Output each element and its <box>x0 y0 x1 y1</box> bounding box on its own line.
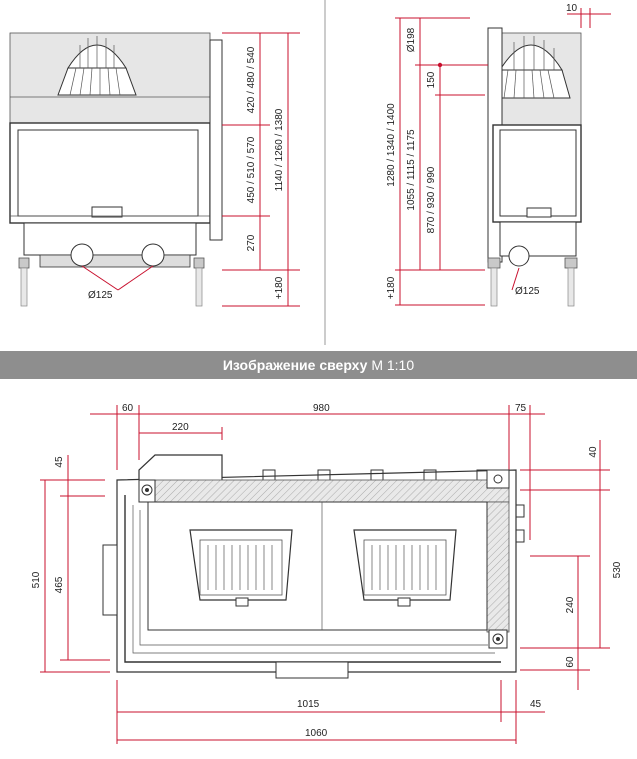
side-dim-150: 150 <box>426 71 437 88</box>
top-dim-75: 75 <box>515 403 527 414</box>
side-dim-mid: 1055 / 1115 / 1175 <box>406 129 417 211</box>
plan-front-handle <box>275 661 349 679</box>
front-dim-legs: +180 <box>274 276 285 299</box>
side-flue-label: Ø125 <box>515 286 540 297</box>
top-dim-1015: 1015 <box>297 699 320 710</box>
front-dimensions: 420 / 480 / 540 450 / 510 / 570 270 1140… <box>222 32 300 307</box>
front-flue-right-icon <box>141 243 165 267</box>
banner-scale: М 1:10 <box>371 357 415 373</box>
top-dim-1060: 1060 <box>305 728 328 739</box>
top-dim-45-bottom: 45 <box>530 699 542 710</box>
side-dim-axis: 870 / 930 / 990 <box>426 166 437 233</box>
front-legs <box>18 257 205 307</box>
front-dim-body: 450 / 510 / 570 <box>246 136 257 203</box>
plan-grate-right <box>353 529 457 607</box>
top-dim-530: 530 <box>612 561 623 578</box>
plan-hinge-rear-icon <box>138 479 156 503</box>
side-dim-total: 1280 / 1340 / 1400 <box>386 103 397 187</box>
side-legs <box>487 257 578 307</box>
side-dim-top: 10 <box>566 3 611 28</box>
top-dim-240: 240 <box>565 596 576 613</box>
top-dim-45: 45 <box>54 456 65 468</box>
front-dim-base: 270 <box>246 234 257 251</box>
top-dim-980: 980 <box>313 403 330 414</box>
plan-side-handle <box>102 544 118 616</box>
side-view: Ø125 10 Ø198 150 1280 / 1340 / 1400 1055… <box>386 3 611 307</box>
banner-title: Изображение сверху <box>222 357 368 373</box>
svg-text:10: 10 <box>566 3 578 14</box>
plan-flue-collar-icon <box>486 469 510 489</box>
front-dim-hood: 420 / 480 / 540 <box>246 46 257 113</box>
front-flue-left-icon <box>70 243 94 267</box>
section-banner: Изображение сверху М 1:10 <box>0 351 637 379</box>
front-flue-label: Ø125 <box>88 290 113 301</box>
side-dim-flue-dia: Ø198 <box>406 27 417 52</box>
front-base <box>23 222 197 256</box>
plan-grate-left <box>189 529 293 607</box>
front-side-panel <box>209 39 223 241</box>
top-view: 60 980 75 220 45 510 465 40 530 240 60 1… <box>31 403 623 744</box>
plan-hinge-front-icon <box>488 629 508 649</box>
top-dim-510: 510 <box>31 571 42 588</box>
plan-side-wall <box>486 501 510 633</box>
top-dim-40: 40 <box>588 446 599 458</box>
side-flue-icon <box>508 245 530 267</box>
side-glass-door <box>499 129 577 217</box>
plan-glass-edge <box>124 495 501 663</box>
top-dim-60-right: 60 <box>565 656 576 668</box>
front-glass-door <box>17 129 199 217</box>
front-flue-dome <box>57 36 137 96</box>
top-dim-60: 60 <box>122 403 134 414</box>
top-dim-465: 465 <box>54 576 65 593</box>
front-dim-total: 1140 / 1260 / 1380 <box>274 108 285 191</box>
front-door-handle <box>91 206 123 218</box>
front-ash-drawer <box>39 254 191 268</box>
side-dimensions: Ø198 150 1280 / 1340 / 1400 1055 / 1115 … <box>386 17 488 306</box>
side-door-handle <box>526 207 552 218</box>
front-view: Ø125 420 / 480 / 540 450 / 510 / 570 270… <box>9 32 300 307</box>
side-dim-legs: +180 <box>386 276 397 299</box>
top-dim-220: 220 <box>172 422 189 433</box>
plan-rear-wall <box>138 479 510 503</box>
